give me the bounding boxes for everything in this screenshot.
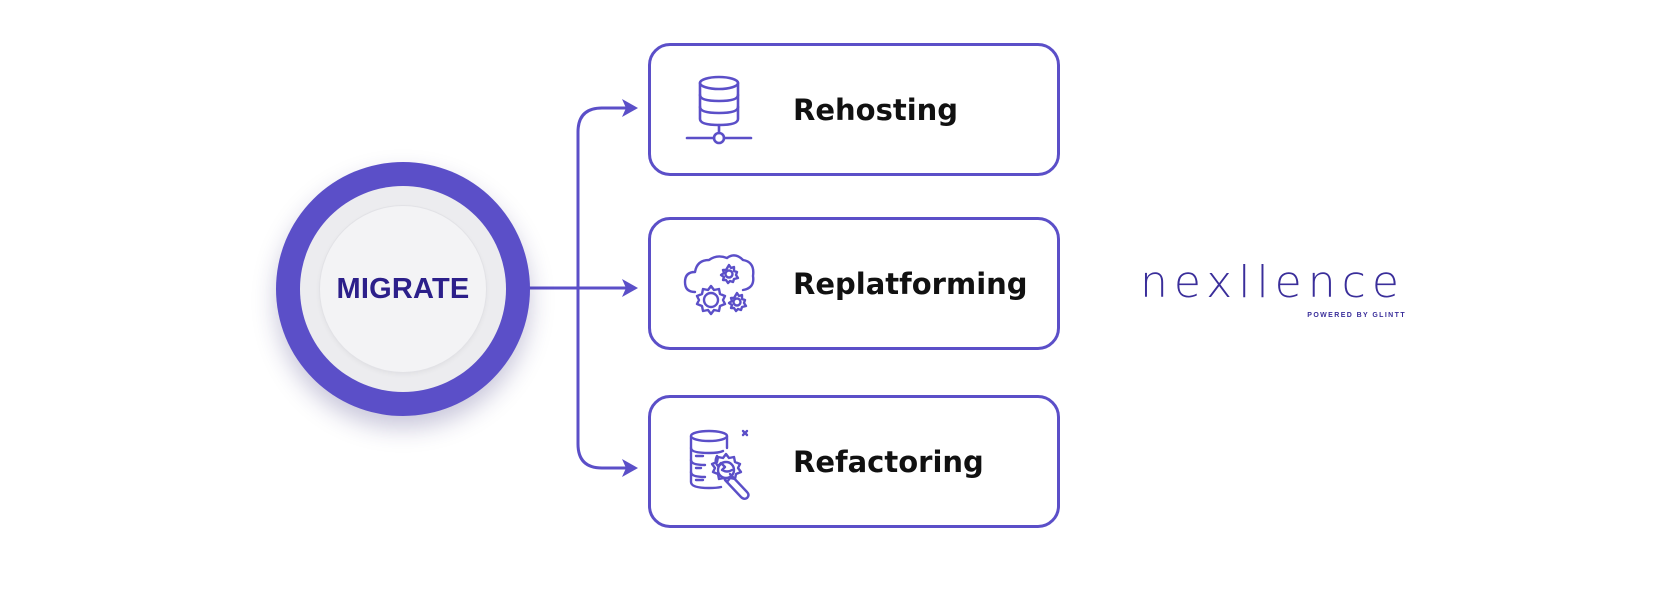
hub-label: MIGRATE: [336, 272, 470, 305]
cloud-gears-icon: [683, 254, 755, 316]
logo-tagline: POWERED BY GLINTT: [1307, 312, 1406, 319]
arrowhead-rehosting: [622, 99, 638, 117]
option-box-replatforming: Replatforming: [648, 217, 1060, 350]
nexllence-logo: nexllence POWERED BY GLINTT: [1140, 258, 1410, 326]
hub-core: MIGRATE: [320, 206, 486, 372]
arrowhead-refactoring: [622, 459, 638, 477]
option-label-refactoring: Refactoring: [793, 444, 984, 479]
option-box-rehosting: Rehosting: [648, 43, 1060, 176]
connector-spine: [576, 106, 632, 470]
option-label-replatforming: Replatforming: [793, 266, 1028, 301]
hub-ring: MIGRATE: [300, 186, 506, 392]
arrowhead-replatforming: [622, 279, 638, 297]
migrate-hub: MIGRATE: [276, 162, 530, 416]
database-wrench-icon: [689, 429, 750, 500]
logo-wordmark: nexllence: [1140, 257, 1405, 308]
database-server-icon: [685, 75, 753, 145]
option-label-rehosting: Rehosting: [793, 92, 959, 127]
option-box-refactoring: Refactoring: [648, 395, 1060, 528]
